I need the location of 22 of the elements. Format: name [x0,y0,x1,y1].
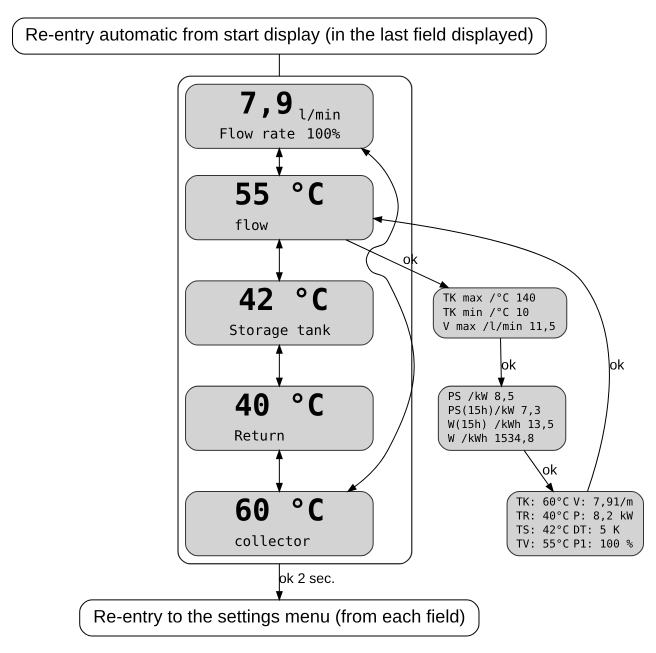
node-box: 40 °C Return [185,385,374,450]
arrow [524,450,554,492]
node-box: 42 °C Storage tank [185,280,374,346]
node-box: TK max /°C 140 TK min /°C 10 V max /l/min 11,5 [432,286,568,338]
arrow [276,563,283,601]
arrow [346,147,415,492]
arrow [498,338,505,388]
arrow [276,146,283,176]
arrow [276,343,283,388]
arrow [276,238,283,282]
node-box: Re-entry automatic from start display (in the last field displayed) [12,17,547,54]
node-box: 55 °C flow [185,174,374,240]
node-box: PS /kW 8,5 PS(15h)/kW 7,3 W(15h) /kWh 13,5 W /kWh 1534,8 [438,385,566,450]
edge-label: ok [542,461,558,478]
node-box: Re-entry to the settings menu (from each field) [79,598,480,636]
arrow [372,216,610,491]
edge-label: ok [501,356,516,372]
arrow [346,238,450,288]
connector [278,54,280,76]
edge-label: ok [610,356,624,372]
arrow [276,448,283,492]
node-box: TK: 60°C V: 7,91/m TR: 40°C P: 8,2 kW TS: 42°C DT: 5 K TV: 55°C P1: 100 % [506,490,644,556]
